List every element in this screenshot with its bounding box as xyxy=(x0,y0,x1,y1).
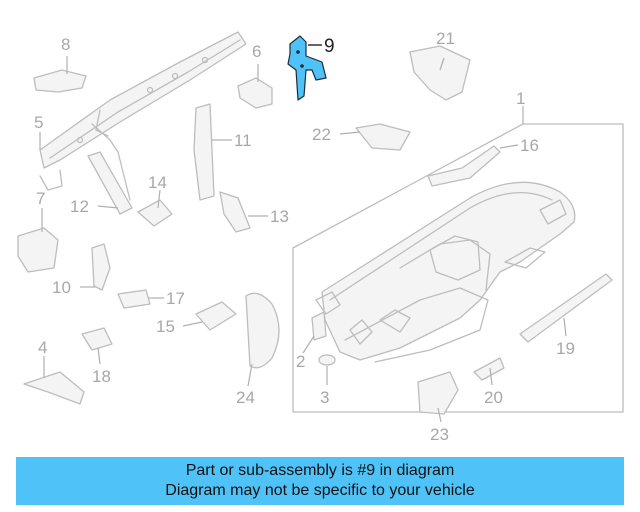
callout-19: 19 xyxy=(556,339,575,358)
callout-12: 12 xyxy=(70,197,89,216)
bracket-18 xyxy=(81,327,113,351)
leader-lines xyxy=(39,44,567,423)
bracket-22 xyxy=(355,123,411,151)
callout-10: 10 xyxy=(52,278,71,297)
bracket-10 xyxy=(91,243,111,291)
callout-11: 11 xyxy=(234,131,252,150)
bracket-8 xyxy=(33,69,87,93)
bracket-17 xyxy=(117,289,151,309)
pillar-bracket-11 xyxy=(193,103,215,201)
callout-15: 15 xyxy=(156,317,175,336)
callout-3: 3 xyxy=(320,388,329,407)
callout-13: 13 xyxy=(270,207,289,226)
bracket-7 xyxy=(17,227,59,273)
bracket-23 xyxy=(417,371,459,415)
callout-18: 18 xyxy=(92,367,111,386)
brace-12 xyxy=(87,151,133,215)
callout-22: 22 xyxy=(312,125,331,144)
callout-1: 1 xyxy=(516,89,525,108)
info-banner: Part or sub-assembly is #9 in diagram Di… xyxy=(16,457,624,505)
dashboard-panel xyxy=(315,181,576,363)
callout-2: 2 xyxy=(296,352,305,371)
callout-14: 14 xyxy=(148,173,167,192)
assembly-outline-1 xyxy=(292,123,624,413)
bracket-15 xyxy=(195,301,237,331)
callout-4: 4 xyxy=(38,338,47,357)
callout-16: 16 xyxy=(520,136,539,155)
callout-23: 23 xyxy=(430,425,449,444)
callout-8: 8 xyxy=(61,35,70,54)
callout-17: 17 xyxy=(166,289,185,308)
callout-21: 21 xyxy=(436,29,455,48)
bracket-21 xyxy=(409,45,471,101)
callout-9: 9 xyxy=(324,36,335,57)
banner-line-1: Part or sub-assembly is #9 in diagram xyxy=(185,462,455,479)
bracket-14 xyxy=(137,199,173,227)
callout-6: 6 xyxy=(252,42,261,61)
banner-line-2: Diagram may not be specific to your vehi… xyxy=(165,482,475,499)
bracket-13 xyxy=(219,191,251,233)
bracket-2 xyxy=(311,311,327,341)
bracket-16 xyxy=(427,145,501,187)
callouts: 1 2 3 4 5 6 7 8 9 10 11 12 13 14 15 16 1… xyxy=(34,29,575,444)
callout-7: 7 xyxy=(36,189,45,208)
callout-24: 24 xyxy=(236,388,255,407)
parts-diagram: 1 2 3 4 5 6 7 8 9 10 11 12 13 14 15 16 1… xyxy=(17,29,624,444)
highlighted-part-9 xyxy=(287,35,327,101)
knob-3 xyxy=(318,354,336,366)
bracket-20 xyxy=(473,357,505,381)
glove-box-24 xyxy=(245,292,280,369)
callout-5: 5 xyxy=(34,113,43,132)
callout-20: 20 xyxy=(484,388,503,407)
bracket-4 xyxy=(23,371,85,405)
cross-car-beam xyxy=(39,31,247,201)
bracket-6 xyxy=(237,77,273,109)
trim-rail-19 xyxy=(519,273,613,343)
